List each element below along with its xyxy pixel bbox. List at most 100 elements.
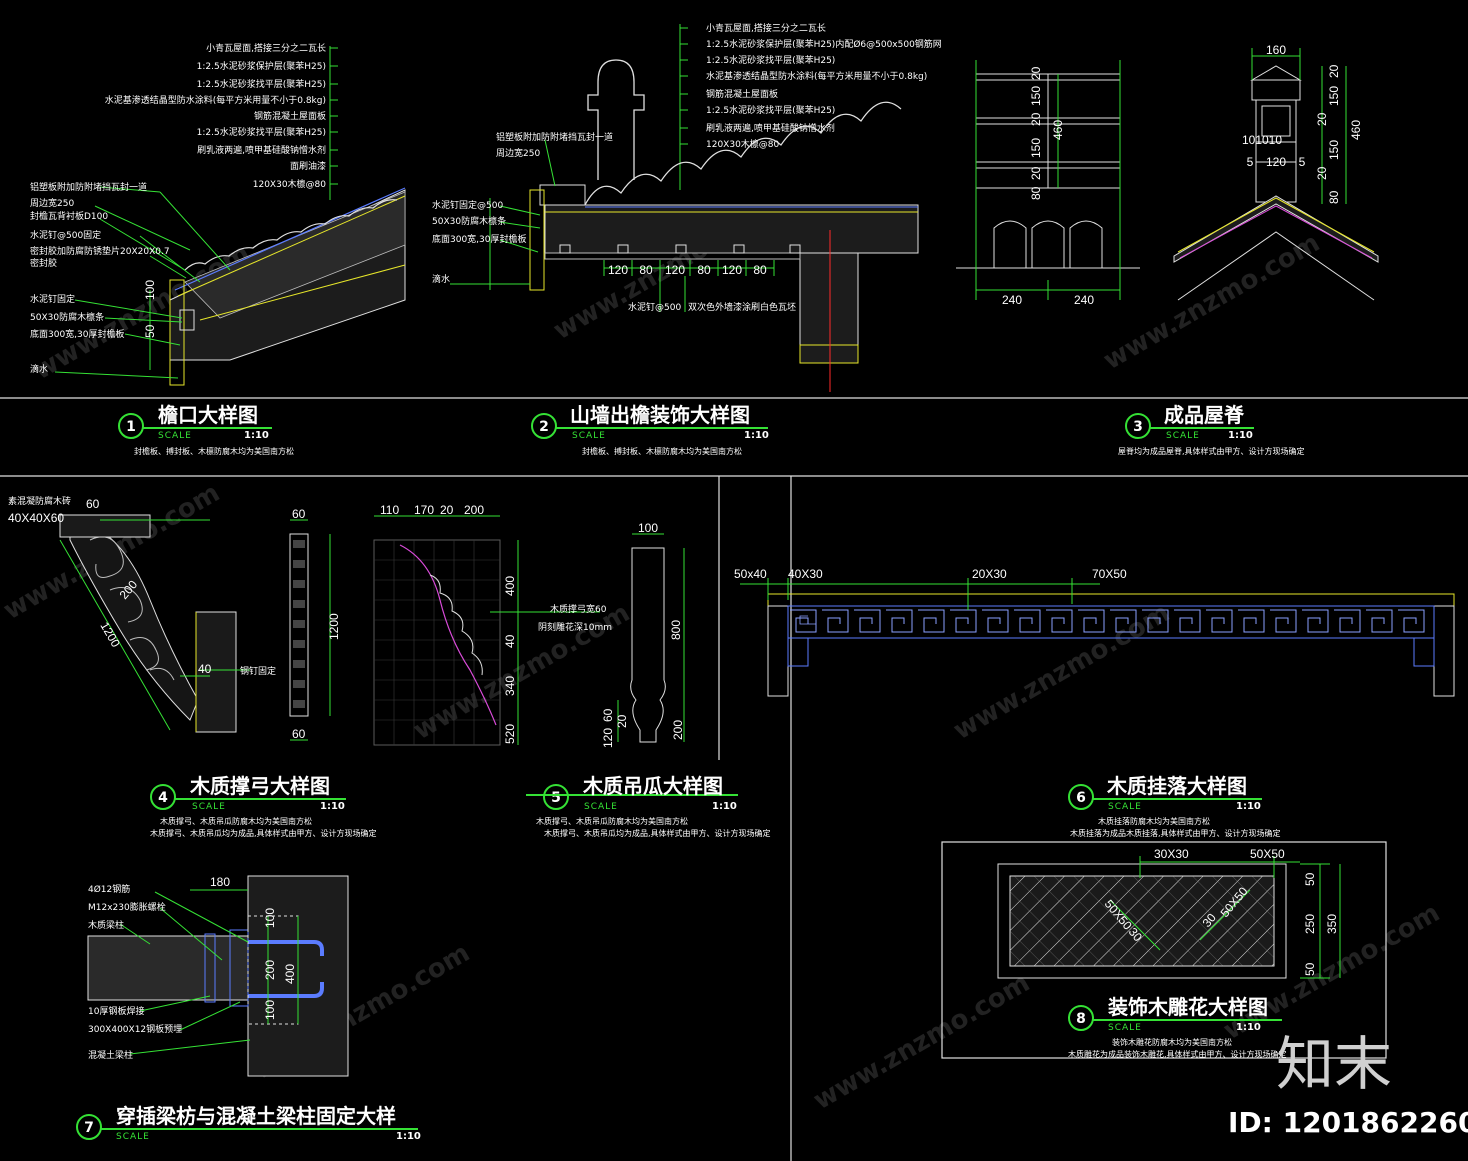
dimension: 80 (1327, 190, 1341, 204)
annotation: 面刷油漆 (290, 160, 326, 172)
dimension: 1200 (327, 613, 341, 640)
fret-motif (1046, 609, 1073, 633)
scale-ratio: 1:10 (320, 801, 345, 812)
annotation: 钢钉固定 (240, 665, 276, 677)
annotation: 混凝土梁柱 (88, 1049, 133, 1061)
dimension: 70X50 (1092, 567, 1127, 581)
detail-7-beam-fix: 180 100 200 400 100 4Ø12钢筋 M12x230膨胀螺栓 木… (87, 875, 349, 1077)
scale-ratio: 1:10 (1228, 430, 1253, 441)
fret-motif (1206, 609, 1233, 633)
detail-note: 木质撑弓、木质吊瓜防腐木均为美国南方松 (160, 816, 312, 826)
frame-lines (0, 397, 1468, 1161)
scale-label: SCALE (1108, 802, 1142, 812)
detail-number: 2 (539, 419, 549, 435)
annotation: 1:2.5水泥砂浆找平层(聚苯H25) (197, 78, 326, 90)
annotation: 木质撑弓宽60 (550, 603, 607, 615)
fret-motif (1078, 609, 1105, 633)
fret-motif (790, 609, 817, 633)
fret-motif (854, 609, 881, 633)
dimension: 340 (503, 676, 517, 696)
watermark: www.znzmo.com (1099, 228, 1326, 376)
dimension: 400 (283, 964, 297, 984)
dimension: 20 (1029, 66, 1043, 80)
annotation: 铝塑板附加防附堵挡瓦封一道 (30, 181, 147, 193)
title-blocks: 1 檐口大样图 SCALE 1:10 封檐板、搏封板、木檩防腐木均为美国南方松 … (76, 403, 1305, 1142)
annotation: 10厚钢板焊接 (88, 1005, 144, 1017)
annotation: 素混凝防腐木砖 (8, 495, 71, 507)
scale-label: SCALE (584, 802, 618, 812)
detail-note: 木质雕花为成品装饰木雕花,具体样式由甲方、设计方现场确定 (1068, 1049, 1287, 1059)
dimension: 20 (440, 503, 454, 517)
detail-note: 木质挂落防腐木均为美国南方松 (1098, 816, 1210, 826)
annotation: 水泥基渗透结晶型防水涂料(每平方米用量不小于0.8kg) (105, 94, 326, 106)
annotation: 阴刻雕花深10mm (538, 621, 612, 633)
dimension: 460 (1349, 120, 1363, 140)
annotation: 40X40X60 (8, 511, 64, 525)
fret-motif (822, 609, 849, 633)
dimension: 120 (722, 263, 742, 277)
detail-4-bracket: 素混凝防腐木砖 40X40X60 60 200 1200 40 钢钉固定 60 … (8, 495, 341, 741)
dimension: 150 (1327, 140, 1341, 160)
dimension: 180 (210, 875, 230, 889)
fret-motif (1270, 609, 1297, 633)
annotation: 1:2.5水泥砂浆保护层(聚苯H25)内配Ø6@500x500钢筋网 (706, 38, 942, 50)
annotation: 水泥钉@500 (628, 301, 681, 313)
annotation: 底面300宽,30厚封檐板 (30, 328, 125, 340)
annotation: 50X30防腐木檩条 (432, 215, 506, 227)
detail-3-ridge: 240 240 20 150 20 150 20 80 460 160 1010… (956, 43, 1379, 307)
dimension: 120 (601, 728, 615, 748)
annotation: 1:2.5水泥砂浆找平层(聚苯H25) (706, 104, 835, 116)
dimension: 40 (503, 634, 517, 648)
fret-motif (886, 609, 913, 633)
scale-ratio: 1:10 (744, 430, 769, 441)
detail-note: 木质撑弓、木质吊瓜均为成品,具体样式由甲方、设计方现场确定 (150, 828, 377, 838)
title-block-1: 1 檐口大样图 SCALE 1:10 封檐板、搏封板、木檩防腐木均为美国南方松 (118, 403, 294, 456)
dimension: 100 (263, 908, 277, 928)
dimension: 50 (1303, 962, 1317, 976)
dimension: 120 (1266, 155, 1286, 169)
fret-motif (950, 609, 977, 633)
detail-title: 山墙出檐装饰大样图 (570, 403, 750, 427)
detail-note: 封檐板、搏封板、木檩防腐木均为美国南方松 (582, 446, 742, 456)
annotation: 底面300宽,30厚封檐板 (432, 233, 527, 245)
annotation: 滴水 (432, 273, 450, 285)
scale-label: SCALE (1166, 431, 1200, 441)
scale-ratio: 1:10 (1236, 801, 1261, 812)
detail-note: 木质撑弓、木质吊瓜均为成品,具体样式由甲方、设计方现场确定 (544, 828, 771, 838)
detail-title: 成品屋脊 (1164, 403, 1245, 427)
dimension: 20 (1315, 112, 1329, 126)
annotation: 密封胶加防腐防锈垫片20X20X0.7 (30, 245, 170, 257)
annotation: 周边宽250 (30, 197, 74, 209)
annotation: 1:2.5水泥砂浆保护层(聚苯H25) (197, 60, 326, 72)
detail-number: 1 (126, 419, 136, 435)
annotation: 1:2.5水泥砂浆找平层(聚苯H25) (197, 126, 326, 138)
dimension: 460 (1051, 120, 1065, 140)
dimension: 50 (1303, 872, 1317, 886)
scale-label: SCALE (572, 431, 606, 441)
image-id: ID: 1201862260 (1228, 1106, 1468, 1139)
annotation: 小青瓦屋面,搭接三分之二瓦长 (206, 42, 326, 54)
annotation: 1:2.5水泥砂浆找平层(聚苯H25) (706, 54, 835, 66)
dimension: 350 (1325, 914, 1339, 934)
detail-title: 檐口大样图 (158, 403, 258, 427)
dimension: 80 (697, 263, 711, 277)
dimension: 20 (615, 714, 629, 728)
dimension: 40 (198, 662, 212, 676)
detail-2-gable: 小青瓦屋面,搭接三分之二瓦长 1:2.5水泥砂浆保护层(聚苯H25)内配Ø6@5… (432, 22, 942, 392)
dimension: 60 (86, 497, 100, 511)
dimension: 200 (671, 720, 685, 740)
annotation: 双次色外墙漆涂刷白色瓦坯 (688, 301, 796, 313)
fret-motif (1238, 609, 1265, 633)
annotation: 水泥基渗透结晶型防水涂料(每平方米用量不小于0.8kg) (706, 70, 927, 82)
scale-label: SCALE (158, 431, 192, 441)
dimension: 20 (1315, 166, 1329, 180)
dimension: 20 (1029, 166, 1043, 180)
detail-title: 木质吊瓜大样图 (582, 774, 723, 798)
fret-motif (1174, 609, 1201, 633)
dimension: 101010 (1242, 133, 1282, 147)
dimension: 150 (1029, 86, 1043, 106)
annotation: 刷乳液两遍,喷甲基硅酸钠憎水剂 (706, 122, 835, 134)
detail-title: 穿插梁枋与混凝土梁柱固定大样 (116, 1104, 396, 1128)
scale-ratio: 1:10 (1236, 1022, 1261, 1033)
